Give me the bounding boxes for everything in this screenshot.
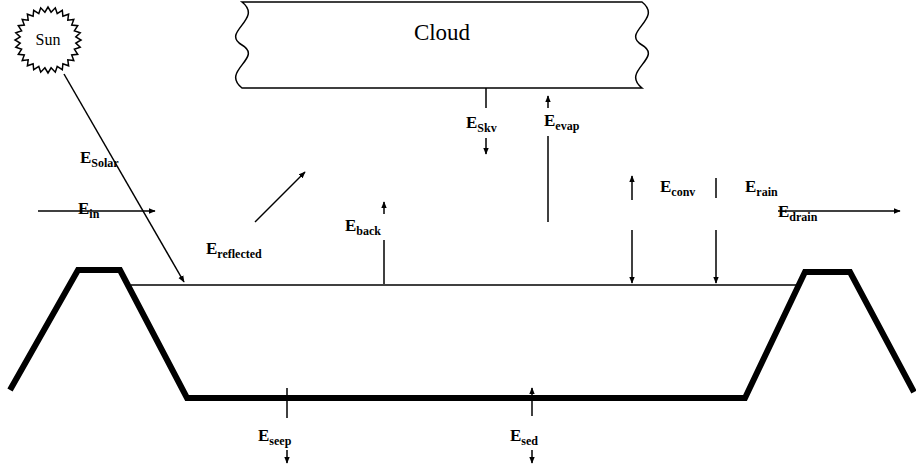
node-text: Sun xyxy=(36,31,61,49)
energy-label: ESolar xyxy=(80,147,119,170)
energy-label: ESkv xyxy=(466,112,497,135)
energy-label: Edrain xyxy=(778,201,817,224)
energy-label: Ein xyxy=(78,198,99,221)
energy-label: Erain xyxy=(745,176,778,199)
sun-symbol: Sun xyxy=(14,6,82,74)
energy-label: Eback xyxy=(345,215,381,238)
energy-label: Eseep xyxy=(258,425,291,448)
energy-label: Eevap xyxy=(544,110,579,133)
energy-label: Esed xyxy=(510,425,538,448)
energy-label: Econv xyxy=(660,176,695,199)
node-text: Cloud xyxy=(414,20,470,46)
energy-label: Ereflected xyxy=(206,238,262,261)
cloud-shape: Cloud xyxy=(232,2,652,88)
